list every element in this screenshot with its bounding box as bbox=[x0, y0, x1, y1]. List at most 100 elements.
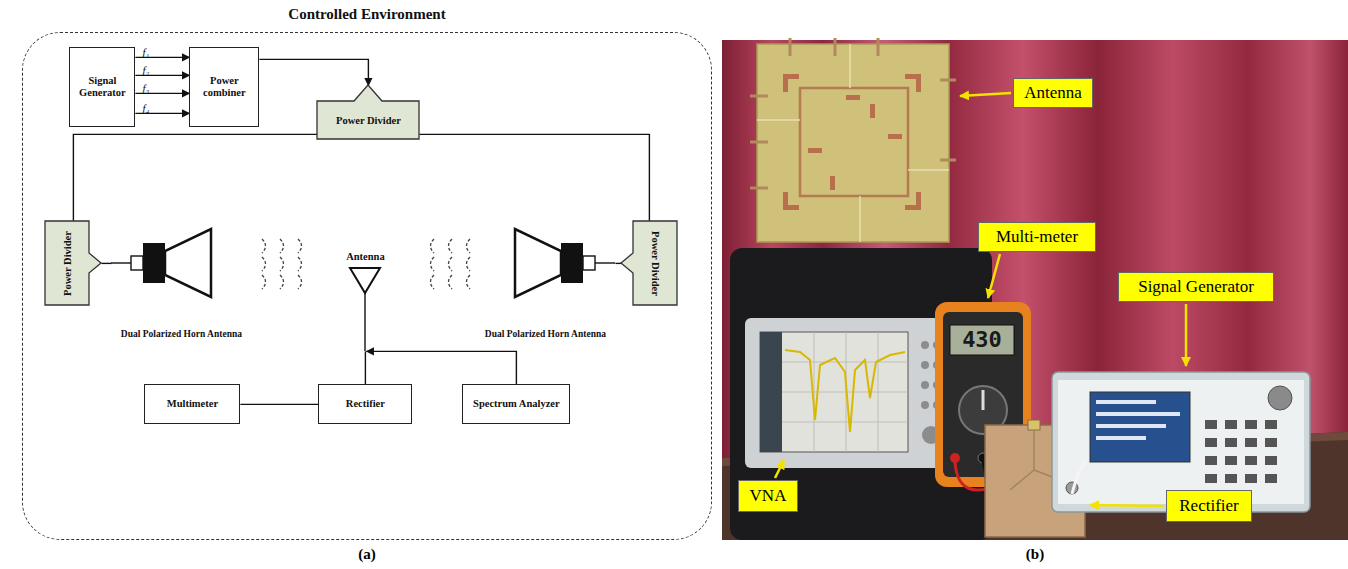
antenna-board bbox=[830, 176, 835, 190]
node-text: Controlled Environment bbox=[23, 6, 711, 23]
power-divider-outline bbox=[45, 221, 101, 305]
feed-line bbox=[595, 263, 615, 264]
horn-mouth bbox=[515, 229, 561, 297]
signal-generator-device bbox=[1225, 420, 1237, 429]
horn-mouth bbox=[165, 229, 211, 297]
horn-body bbox=[143, 243, 165, 283]
antenna-board bbox=[834, 38, 837, 56]
antenna-board bbox=[750, 187, 768, 190]
signal-generator-device bbox=[1205, 438, 1217, 447]
callout-label: Rectifier bbox=[1166, 490, 1252, 522]
antenna-board bbox=[808, 148, 822, 153]
connector bbox=[365, 351, 366, 384]
vna-instrument bbox=[782, 422, 908, 423]
frequency-label: f₁ bbox=[142, 46, 149, 58]
vna-instrument bbox=[782, 392, 908, 393]
vna-instrument bbox=[745, 318, 945, 468]
node-text: Antenna bbox=[346, 251, 385, 262]
horn-connector bbox=[583, 256, 595, 270]
node-text: Signal Generator bbox=[1138, 277, 1254, 297]
signal-generator-device bbox=[1205, 474, 1217, 483]
antenna-board bbox=[750, 38, 956, 242]
signal-generator-device bbox=[1096, 400, 1180, 440]
label-holder: (b) bbox=[975, 545, 1095, 563]
signal-generator-device bbox=[1265, 474, 1277, 483]
panel-letter: (b) bbox=[1026, 546, 1044, 562]
lab-photo bbox=[722, 40, 1348, 540]
horn-antenna: Dual Polarized Horn Antenna bbox=[111, 224, 251, 342]
antenna-board bbox=[783, 74, 921, 210]
analyzer-box: Spectrum Analyzer bbox=[462, 384, 570, 424]
antenna-board bbox=[846, 95, 860, 100]
antenna-board bbox=[940, 79, 956, 82]
vna-instrument bbox=[921, 401, 929, 409]
antenna-board bbox=[916, 192, 921, 210]
node-text: Rectifier bbox=[1179, 496, 1238, 516]
antenna-board bbox=[757, 119, 800, 121]
antenna-board bbox=[750, 95, 768, 98]
antenna-board bbox=[916, 74, 921, 92]
meter-reading: 430 bbox=[962, 327, 1002, 352]
horn-symbol bbox=[111, 229, 211, 297]
antenna-board bbox=[783, 74, 788, 92]
power-divider: Power Divider bbox=[317, 85, 419, 139]
vna-instrument bbox=[760, 332, 782, 452]
combiner-box: Power combiner bbox=[189, 47, 259, 127]
signal-generator-device bbox=[1096, 424, 1166, 428]
wave-symbol bbox=[262, 239, 302, 289]
power-divider-outline bbox=[621, 221, 677, 305]
vna-instrument bbox=[921, 381, 929, 389]
antenna-board bbox=[789, 38, 792, 56]
leader-arrow bbox=[775, 460, 784, 478]
callout-label: Multi-meter bbox=[978, 222, 1096, 252]
antenna-board bbox=[888, 134, 902, 139]
antenna-feed bbox=[365, 293, 366, 351]
signal-generator-device bbox=[1225, 474, 1237, 483]
controlled-environment: Controlled EnvironmentSignal GeneratorPo… bbox=[22, 32, 712, 540]
frequency-label: f₄ bbox=[142, 102, 149, 114]
antenna-board bbox=[908, 169, 949, 171]
power-divider-outline bbox=[317, 85, 419, 139]
receive-antenna-outline bbox=[337, 251, 393, 351]
antenna-board bbox=[940, 159, 956, 162]
signal-generator-device bbox=[1268, 386, 1292, 410]
signal-generator-device bbox=[1096, 412, 1180, 416]
node-text: Power Divider bbox=[650, 231, 661, 296]
signal-generator-device bbox=[1245, 438, 1257, 447]
panel-letter: (a) bbox=[358, 546, 376, 562]
antenna-board bbox=[870, 104, 875, 118]
antenna-board bbox=[750, 38, 956, 188]
multimeter-device bbox=[950, 325, 1014, 355]
multimeter-device bbox=[982, 390, 985, 410]
antenna-board bbox=[783, 192, 788, 210]
node-text: Dual Polarized Horn Antenna bbox=[121, 329, 242, 339]
vna-instrument bbox=[782, 332, 908, 452]
horn-symbol bbox=[515, 229, 615, 297]
signal-generator-device bbox=[1205, 420, 1277, 483]
node-text: Rectifier bbox=[346, 398, 385, 411]
signal-generator-device bbox=[1205, 420, 1217, 429]
vna-instrument bbox=[782, 362, 908, 363]
vna-instrument bbox=[878, 332, 879, 452]
callout-label: VNA bbox=[738, 480, 798, 512]
receive-antenna: Antenna bbox=[337, 251, 393, 351]
leader-arrow bbox=[988, 254, 1000, 298]
connector bbox=[101, 263, 111, 264]
vna-instrument bbox=[760, 332, 908, 452]
connector bbox=[73, 134, 317, 221]
divider-shape bbox=[45, 221, 101, 305]
connector bbox=[419, 134, 649, 221]
wave-symbol bbox=[431, 239, 471, 289]
callout-label: Signal Generator bbox=[1118, 272, 1274, 302]
antenna-board bbox=[859, 196, 861, 242]
leader-arrow bbox=[1185, 304, 1188, 366]
wave-symbol bbox=[262, 239, 470, 289]
signal-generator-device bbox=[1225, 456, 1237, 465]
signal-generator-device bbox=[1090, 392, 1190, 462]
divider-shape bbox=[317, 85, 419, 139]
node-text: Dual Polarized Horn Antenna bbox=[485, 329, 606, 339]
antenna-symbol bbox=[350, 268, 380, 293]
signal-generator-device bbox=[1096, 436, 1146, 440]
power-divider: Power Divider bbox=[621, 221, 677, 305]
connector bbox=[259, 59, 368, 85]
